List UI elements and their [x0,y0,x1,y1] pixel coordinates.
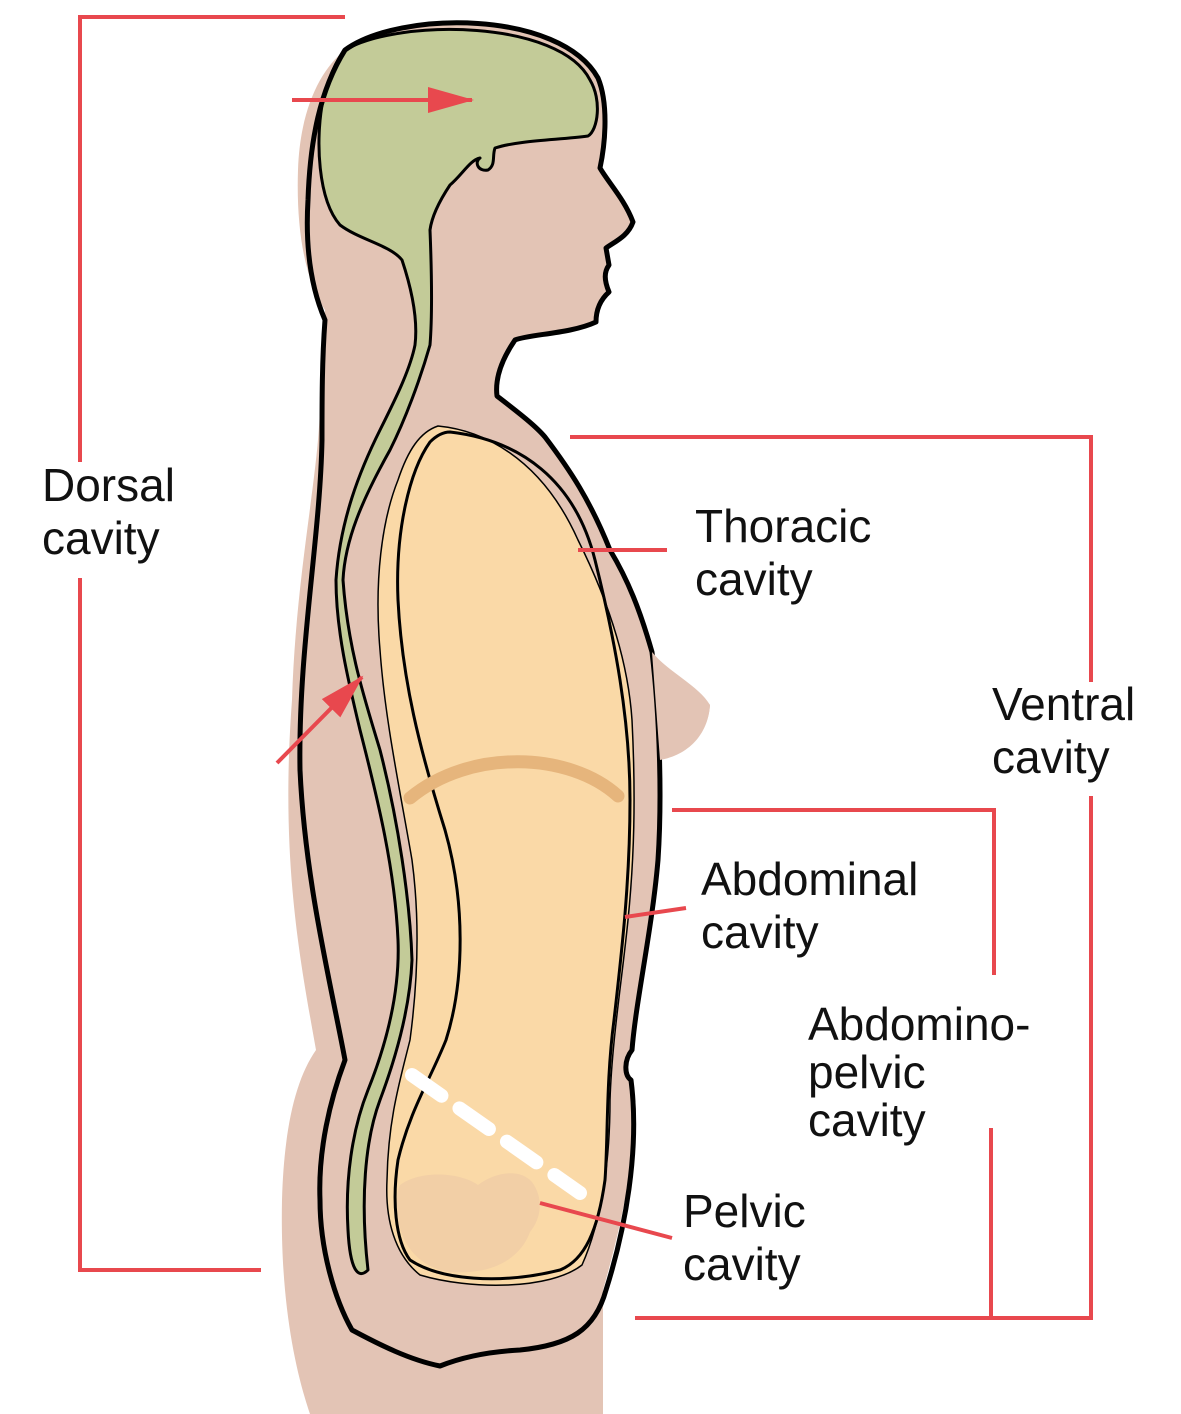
dorsal-bracket-upper [78,15,345,462]
thoracic-abdominal-outline [393,430,632,1281]
ventral-bracket-lower [635,796,1093,1320]
thoracic-cavity-label: Thoracic cavity [695,500,884,605]
abdominopelvic-cavity-label: Abdomino- pelvic cavity [808,998,1043,1146]
pelvic-leader [539,1201,673,1240]
ventral-cavity-region [377,425,635,1286]
abdominopelvic-bracket-upper [672,808,996,975]
pelvic-organs [396,1173,540,1273]
abdominal-cavity-label: Abdominal cavity [701,853,931,958]
ventral-bracket-upper [570,435,1093,682]
diaphragm [403,755,625,805]
abdominal-leader [624,906,687,919]
dorsal-cavity-label: Dorsal cavity [42,459,188,564]
leader-lines [78,15,1093,1320]
vertebral-arrow [275,675,364,765]
brain-spinal-cord [317,28,599,1276]
body-outline [297,20,663,1369]
dorsal-bracket-lower [78,578,261,1272]
breast [652,652,710,760]
pelvic-cavity-label: Pelvic cavity [683,1185,819,1290]
pelvic-brim-dashed-line [405,1068,587,1200]
ventral-cavity-label: Ventral cavity [992,678,1148,783]
